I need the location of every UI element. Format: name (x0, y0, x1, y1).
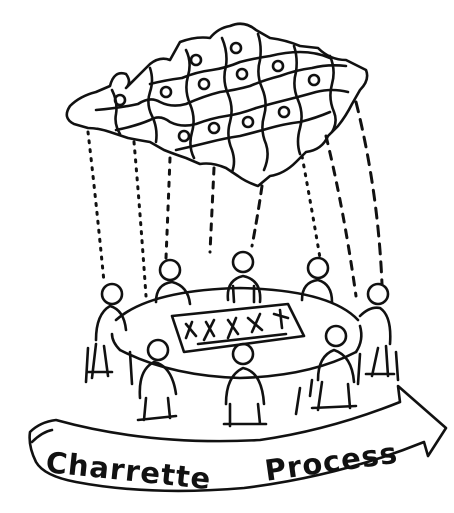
puzzle-grid-icon (65, 22, 369, 188)
arrow-banner-icon (28, 384, 448, 493)
person-icon (84, 250, 400, 428)
connector-lines (86, 100, 384, 298)
